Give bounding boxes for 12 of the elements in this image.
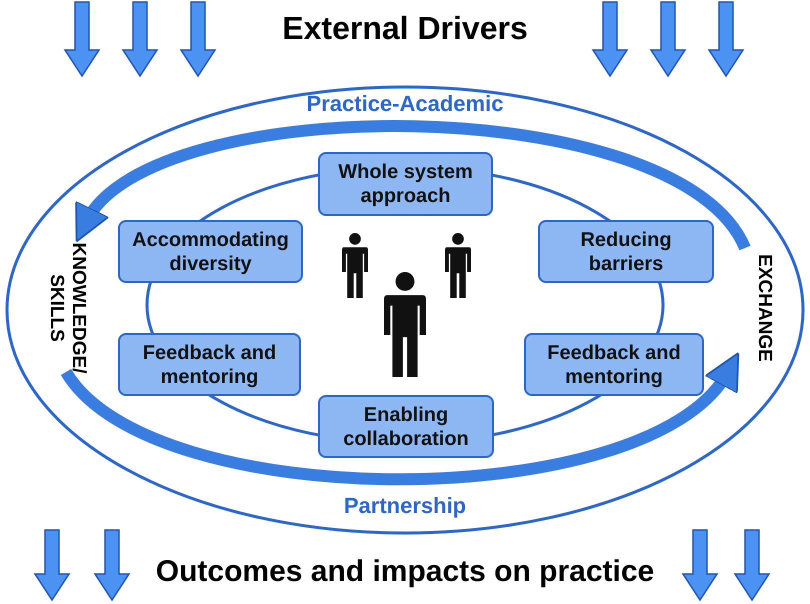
heading: External Drivers (281, 10, 529, 47)
topic-box: Whole system approach (318, 152, 493, 216)
topic-box: Reducing barriers (538, 220, 714, 283)
topic-box: Feedback and mentoring (524, 333, 704, 396)
footer-heading: Outcomes and impacts on practice (154, 555, 656, 589)
topic-box: Feedback and mentoring (118, 333, 301, 396)
vertical-label: EXCHANGE (753, 252, 775, 364)
ellipse-title: Partnership (342, 493, 468, 519)
topic-box: Accommodating diversity (118, 220, 303, 283)
vertical-label: KNOWLEDGE/ SKILLS (45, 241, 89, 376)
ellipse-title: Practice-Academic (306, 91, 504, 117)
topic-box: Enabling collaboration (318, 395, 494, 458)
